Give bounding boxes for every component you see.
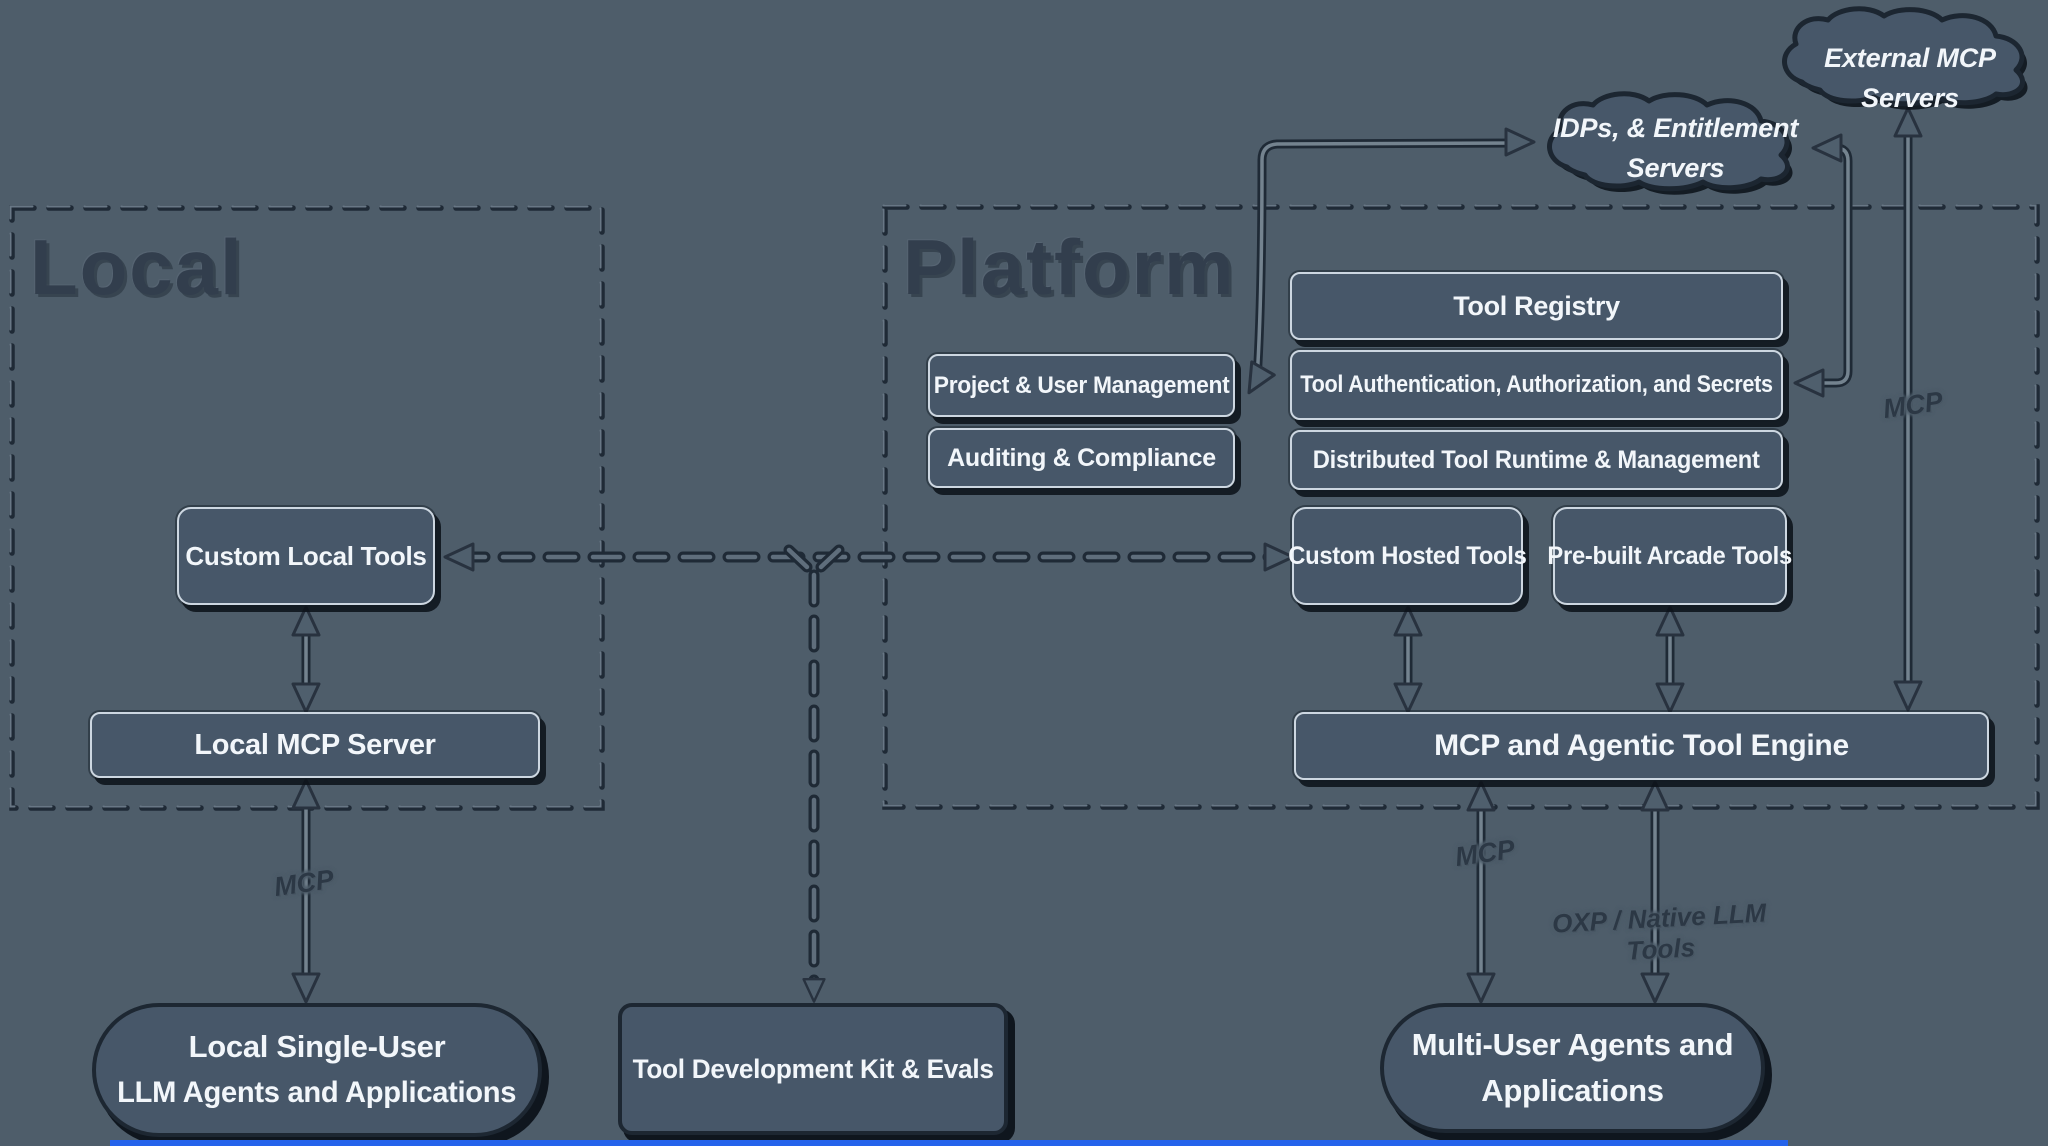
local-single-user-node: Local Single-User LLM Agents and Applica… — [92, 1003, 542, 1137]
project-user-mgmt-label: Project & User Management — [933, 371, 1230, 399]
tool-registry-label: Tool Registry — [1453, 290, 1620, 321]
multi-user-line1: Multi-User Agents and — [1411, 1027, 1734, 1062]
idp-cloud — [1547, 91, 1793, 195]
multi-user-line2: Applications — [1481, 1073, 1664, 1108]
arrow-externalcloud-engine — [1893, 106, 1923, 712]
platform-region-border — [882, 204, 2040, 810]
project-user-mgmt-box: Project & User Management — [928, 354, 1235, 417]
local-single-user-line1: Local Single-User — [188, 1029, 446, 1064]
tool-registry-box: Tool Registry — [1290, 272, 1783, 340]
custom-local-tools-box: Custom Local Tools — [177, 507, 435, 605]
prebuilt-arcade-tools-label: Pre-built Arcade Tools — [1547, 541, 1793, 570]
local-single-user-line2: LLM Agents and Applications — [117, 1076, 517, 1109]
arrow-localmcp-singleuser — [291, 778, 321, 1004]
arrow-customhosted-engine — [1393, 605, 1423, 714]
external-mcp-cloud-label: External MCP Servers — [1824, 43, 1996, 113]
platform-region-title: Platform — [903, 223, 1236, 311]
custom-hosted-tools-label: Custom Hosted Tools — [1288, 541, 1527, 570]
external-mcp-cloud — [1782, 6, 2028, 110]
idp-cloud-line2: Servers — [1626, 153, 1725, 183]
custom-local-tools-label: Custom Local Tools — [185, 540, 427, 571]
multi-user-node: Multi-User Agents and Applications — [1380, 1003, 1765, 1133]
local-mcp-server-box: Local MCP Server — [90, 712, 540, 778]
tool-dev-kit-node: Tool Development Kit & Evals — [618, 1003, 1008, 1135]
local-region-title: Local — [30, 223, 244, 311]
distributed-runtime-box: Distributed Tool Runtime & Management — [1290, 430, 1783, 490]
arrow-engine-multiuser-mcp — [1466, 780, 1496, 1004]
arrow-engine-multiuser-oxp — [1640, 780, 1670, 1004]
dashed-tools-connector — [443, 542, 1295, 1003]
custom-hosted-tools-box: Custom Hosted Tools — [1288, 507, 1527, 605]
mcp-engine-label: MCP and Agentic Tool Engine — [1434, 729, 1849, 762]
idp-cloud-label: IDPs, & Entitlement Servers — [1548, 108, 1803, 188]
arrow-toolauth-idp-right — [1793, 133, 1853, 398]
tool-auth-box: Tool Authentication, Authorization, and … — [1290, 350, 1783, 420]
tool-auth-label: Tool Authentication, Authorization, and … — [1300, 371, 1773, 398]
auditing-compliance-label: Auditing & Compliance — [947, 443, 1216, 472]
arrow-prebuilt-engine — [1655, 605, 1685, 714]
prebuilt-arcade-tools-box: Pre-built Arcade Tools — [1548, 507, 1793, 605]
arrow-platform-idp-left — [1247, 127, 1536, 395]
mcp-engine-box: MCP and Agentic Tool Engine — [1294, 712, 1989, 780]
auditing-compliance-box: Auditing & Compliance — [928, 428, 1235, 488]
idp-cloud-line1: IDPs, & Entitlement — [1552, 113, 1799, 143]
distributed-runtime-label: Distributed Tool Runtime & Management — [1313, 445, 1760, 474]
bottom-accent-bar — [110, 1140, 1788, 1146]
arrow-customlocal-localmcp — [291, 605, 321, 714]
tool-dev-kit-label: Tool Development Kit & Evals — [632, 1053, 994, 1084]
local-mcp-server-label: Local MCP Server — [194, 728, 436, 761]
